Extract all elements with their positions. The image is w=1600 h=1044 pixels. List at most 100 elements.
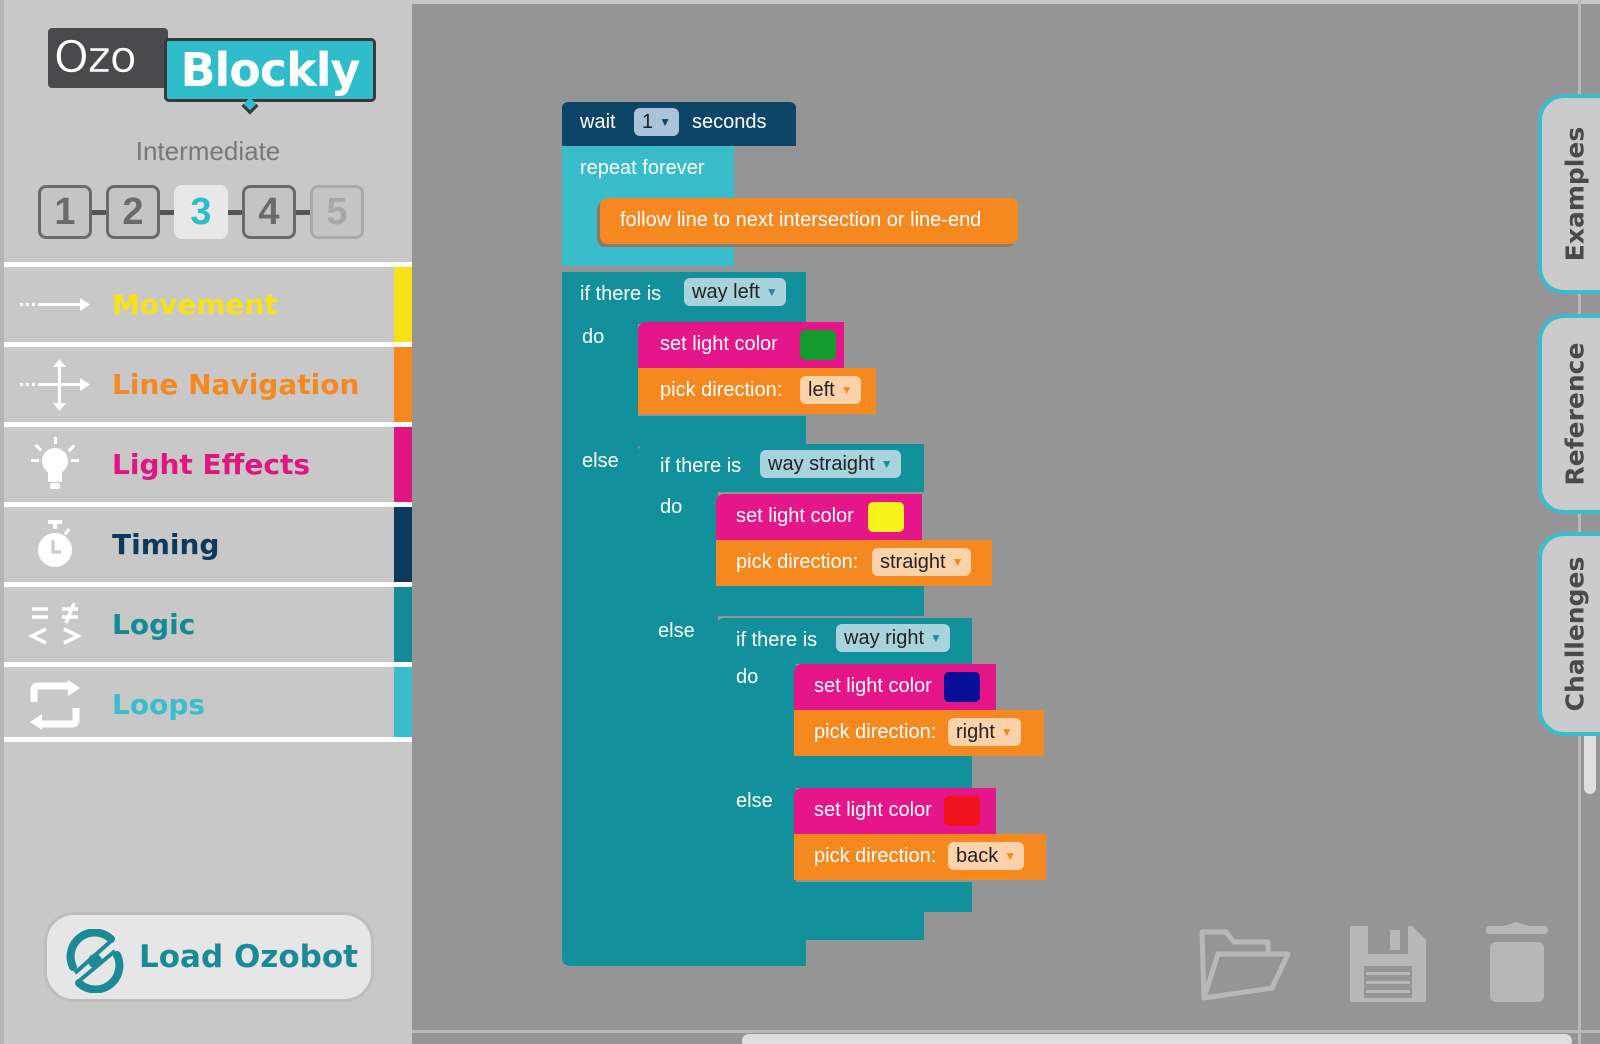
if-block-spine <box>716 662 796 914</box>
if-way-straight-block[interactable]: if there is way straight▼ <box>638 444 924 492</box>
else-label: else <box>658 620 695 642</box>
crossroads-icon <box>20 357 90 413</box>
else-label: else <box>736 790 773 812</box>
direction-dropdown[interactable]: back▼ <box>948 842 1025 870</box>
condition-dropdown[interactable]: way left▼ <box>684 278 786 306</box>
category-list: Movement Line Navigation Light Effects T… <box>4 262 412 742</box>
if-there-is-label: if there is <box>660 455 742 477</box>
direction-dropdown[interactable]: left ▼ <box>800 376 861 404</box>
do-label: do <box>660 496 683 518</box>
category-label: Logic <box>112 608 196 641</box>
set-light-color-block[interactable]: set light color <box>794 788 996 834</box>
if-do-bottom <box>562 416 806 446</box>
ozobot-load-icon <box>63 928 127 994</box>
pick-direction-block[interactable]: pick direction: back▼ <box>794 834 1046 880</box>
category-color-bar <box>394 507 412 582</box>
tab-examples[interactable]: Examples <box>1538 94 1600 294</box>
loop-icon <box>20 677 90 733</box>
condition-value: way right <box>844 627 925 649</box>
condition-dropdown[interactable]: way straight▼ <box>760 450 901 478</box>
category-label: Line Navigation <box>112 368 360 401</box>
direction-dropdown[interactable]: straight▼ <box>872 548 972 576</box>
dropdown-arrow-icon: ▼ <box>930 631 942 645</box>
wait-block[interactable]: wait 1▼ seconds <box>562 102 796 146</box>
dropdown-arrow-icon: ▼ <box>840 383 853 397</box>
tab-reference[interactable]: Reference <box>1538 314 1600 514</box>
dropdown-arrow-icon: ▼ <box>659 115 672 129</box>
trash-icon[interactable] <box>1486 922 1548 1007</box>
horizontal-scrollbar[interactable] <box>742 1034 1572 1044</box>
tab-challenges-label: Challenges <box>1560 556 1590 712</box>
set-light-color-label: set light color <box>660 333 778 355</box>
light-color-swatch[interactable] <box>868 502 904 532</box>
level-connector <box>228 209 242 215</box>
category-color-bar <box>394 667 412 737</box>
dropdown-arrow-icon: ▼ <box>951 555 964 569</box>
category-movement[interactable]: Movement <box>4 262 412 342</box>
if-do-bottom <box>716 756 972 788</box>
condition-value: way straight <box>768 453 875 475</box>
logo-blockly: Blockly <box>164 38 376 102</box>
pick-direction-label: pick direction: <box>660 379 783 401</box>
pick-direction-label: pick direction: <box>736 551 859 573</box>
category-loops[interactable]: Loops <box>4 662 412 742</box>
set-light-color-label: set light color <box>814 675 932 697</box>
workspace-top-border <box>412 0 1600 4</box>
save-icon[interactable] <box>1350 926 1426 1007</box>
if-block-bottom <box>638 912 924 940</box>
category-color-bar <box>394 427 412 502</box>
category-light-effects[interactable]: Light Effects <box>4 422 412 502</box>
set-light-color-block[interactable]: set light color <box>716 494 922 540</box>
tab-challenges[interactable]: Challenges <box>1538 532 1600 736</box>
wait-seconds-dropdown[interactable]: 1▼ <box>634 108 680 136</box>
tab-reference-label: Reference <box>1560 342 1590 486</box>
logo-ozo: Ozo <box>48 28 168 88</box>
do-label: do <box>582 326 605 348</box>
set-light-color-block[interactable]: set light color <box>638 322 844 368</box>
light-color-swatch[interactable] <box>944 672 980 702</box>
category-logic[interactable]: Logic <box>4 582 412 662</box>
do-label: do <box>736 666 759 688</box>
pick-direction-block[interactable]: pick direction: right▼ <box>794 710 1044 756</box>
pick-direction-block[interactable]: pick direction: left ▼ <box>638 368 876 414</box>
stopwatch-icon <box>20 517 90 573</box>
condition-value: way left <box>692 281 760 303</box>
workspace-right-border <box>1578 0 1581 1044</box>
level-5-button[interactable]: 5 <box>310 185 364 239</box>
set-light-color-label: set light color <box>814 799 932 821</box>
ozoblockly-logo: Ozo Blockly <box>48 28 378 115</box>
load-ozobot-button[interactable]: Load Ozobot <box>44 912 374 1002</box>
level-2-button[interactable]: 2 <box>106 185 160 239</box>
level-1-button[interactable]: 1 <box>38 185 92 239</box>
tab-examples-label: Examples <box>1560 126 1590 262</box>
light-color-swatch[interactable] <box>944 796 980 826</box>
category-line-navigation[interactable]: Line Navigation <box>4 342 412 422</box>
category-label: Movement <box>112 288 278 321</box>
pick-direction-label: pick direction: <box>814 721 937 743</box>
folder-open-icon[interactable] <box>1198 924 1294 1009</box>
follow-line-label: follow line to next intersection or line… <box>620 209 982 231</box>
set-light-color-block[interactable]: set light color <box>794 664 996 710</box>
category-label: Timing <box>112 528 220 561</box>
category-color-bar <box>394 347 412 422</box>
level-3-button[interactable]: 3 <box>174 185 228 239</box>
if-block-bottom <box>562 936 806 966</box>
light-color-swatch[interactable] <box>800 330 836 360</box>
if-there-is-label: if there is <box>580 283 662 305</box>
category-timing[interactable]: Timing <box>4 502 412 582</box>
follow-line-block[interactable]: follow line to next intersection or line… <box>600 198 1018 244</box>
pick-direction-block[interactable]: pick direction: straight▼ <box>716 540 992 586</box>
level-4-button[interactable]: 4 <box>242 185 296 239</box>
dropdown-arrow-icon: ▼ <box>1004 849 1017 863</box>
dropdown-arrow-icon: ▼ <box>1000 725 1013 739</box>
condition-dropdown[interactable]: way right ▼ <box>836 624 950 652</box>
vertical-scrollbar[interactable] <box>1584 730 1596 794</box>
if-way-right-block[interactable]: if there is way right▼ <box>716 618 972 664</box>
pick-direction-label: pick direction: <box>814 845 937 867</box>
direction-dropdown[interactable]: right▼ <box>948 718 1021 746</box>
lightbulb-icon <box>20 437 90 493</box>
direction-value: left <box>808 379 835 401</box>
if-way-left-block[interactable]: if there is way left▼ <box>562 272 806 324</box>
category-color-bar <box>394 587 412 662</box>
level-selector: 1 2 3 4 5 <box>38 184 364 240</box>
